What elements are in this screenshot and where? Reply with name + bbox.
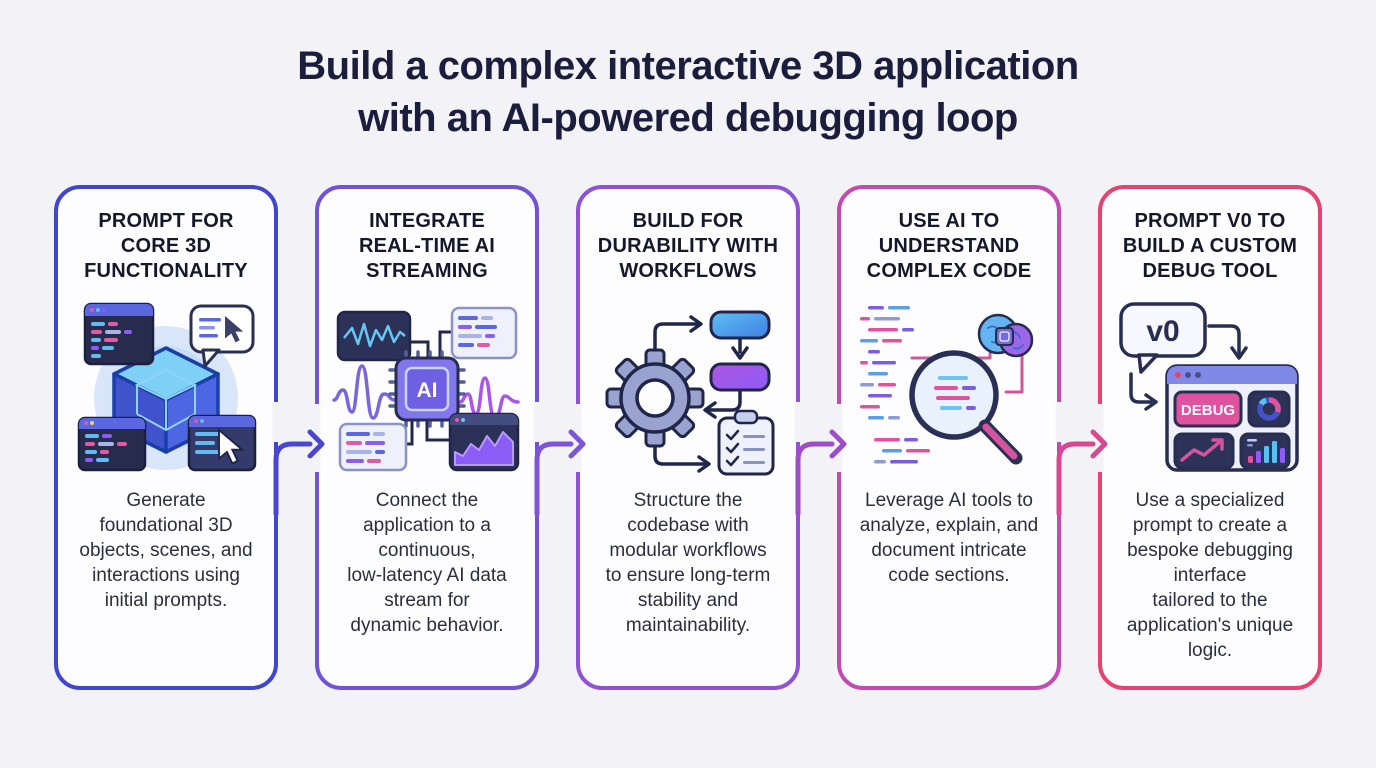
step-3-heading: BUILD FOR DURABILITY WITH WORKFLOWS [597, 210, 779, 282]
ai-chip-streaming-icon: AI [332, 294, 522, 480]
waveform-right [458, 376, 520, 420]
step-card-5: PROMPT V0 TO BUILD A CUSTOM DEBUG TOOL v… [1098, 185, 1322, 690]
cursor-icon [218, 427, 245, 465]
cube-3d-prompt-icon [71, 294, 261, 480]
flow-node-purple [709, 362, 771, 392]
step-2-description: Connect the application to a continuous,… [347, 490, 507, 636]
step-5-description: Use a specialized prompt to create a bes… [1126, 490, 1294, 661]
step-card-4: USE AI TO UNDERSTAND COMPLEX CODE [837, 185, 1061, 690]
step-card-1: PROMPT FOR CORE 3D FUNCTIONALITY [54, 185, 278, 690]
step-2-heading: INTEGRATE REAL-TIME AI STREAMING [358, 210, 496, 282]
cursor-icon [225, 316, 244, 343]
step-card-2: INTEGRATE REAL-TIME AI STREAMING [315, 185, 539, 690]
v0-bubble: v0 [1119, 302, 1207, 374]
step-3-description: Structure the codebase with modular work… [605, 490, 771, 636]
step-5-heading: PROMPT V0 TO BUILD A CUSTOM DEBUG TOOL [1122, 210, 1298, 282]
magnifier-code-brain-icon [854, 294, 1044, 480]
line-chart-tile [1173, 432, 1235, 470]
step-1-heading: PROMPT FOR CORE 3D FUNCTIONALITY [84, 210, 248, 282]
clipboard-checklist [717, 409, 775, 476]
svg-text:AI: AI [417, 379, 438, 402]
brain-chip [977, 313, 1034, 358]
svg-text:v0: v0 [1146, 315, 1179, 348]
step-1-description: Generate foundational 3D objects, scenes… [79, 490, 253, 611]
debug-dashboard: DEBUG [1165, 364, 1299, 472]
code-lines [860, 306, 930, 464]
donut-chart-tile [1247, 390, 1291, 428]
svg-text:DEBUG: DEBUG [1181, 402, 1235, 419]
step-card-3: BUILD FOR DURABILITY WITH WORKFLOWS [576, 185, 800, 690]
magnifier [909, 350, 1023, 465]
gear-workflow-icon [593, 294, 783, 480]
ai-chip: AI [388, 350, 466, 428]
steps-board: PROMPT FOR CORE 3D FUNCTIONALITY [54, 185, 1322, 690]
debug-button [1173, 390, 1243, 428]
v0-debug-dashboard-icon: v0 DEBUG [1115, 294, 1305, 480]
page-title: Build a complex interactive 3D applicati… [297, 44, 1079, 140]
flow-node-blue [709, 310, 771, 340]
waveform-left [332, 364, 397, 420]
gear [605, 348, 705, 448]
step-4-heading: USE AI TO UNDERSTAND COMPLEX CODE [866, 210, 1032, 282]
step-4-description: Leverage AI tools to analyze, explain, a… [859, 490, 1039, 586]
